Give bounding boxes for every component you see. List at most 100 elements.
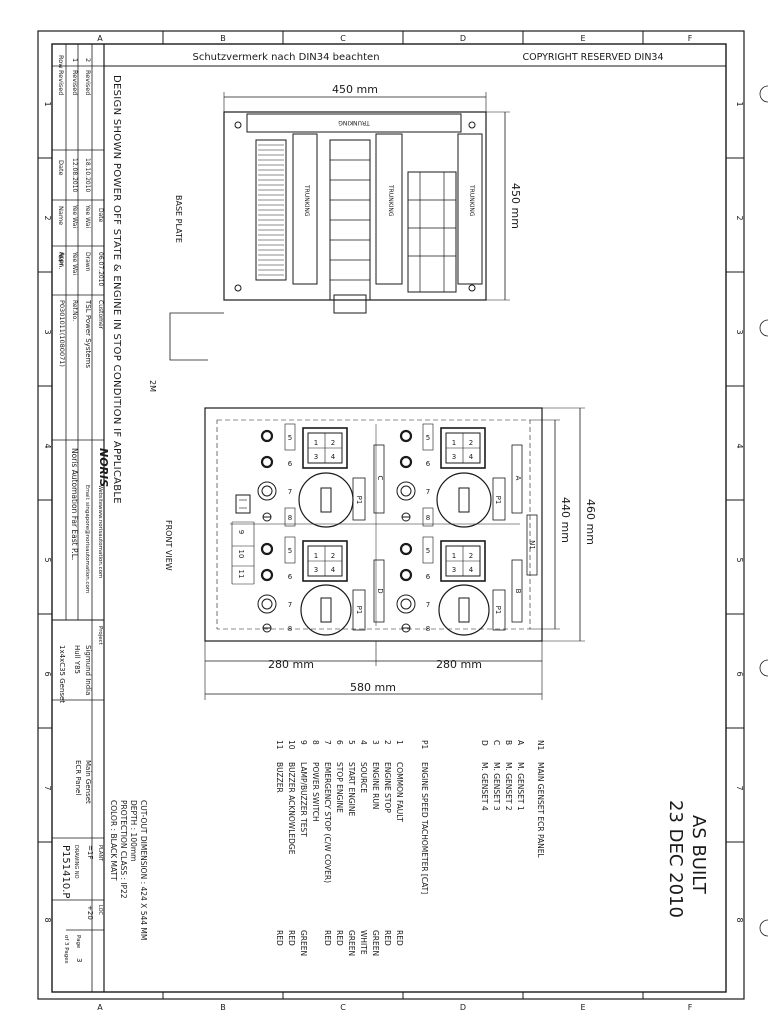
dim-460: 460 mm	[584, 499, 597, 545]
legend-tag: A	[516, 740, 525, 746]
legend-text: ENGINE STOP	[383, 762, 392, 813]
legend-color: GREEN	[347, 930, 356, 956]
legend-text: COMMON FAULT	[395, 762, 404, 822]
drawing-no: P151410.P	[60, 845, 71, 898]
customer-value: TSL Power Systems	[84, 299, 92, 368]
rev-header-name: Name	[57, 206, 65, 225]
plant-label: PLANT	[97, 845, 103, 862]
email-label: Email:	[84, 485, 90, 501]
punch-holes	[759, 85, 768, 937]
zone-row-label: 3	[735, 329, 744, 334]
center-label-11: 11	[237, 570, 245, 579]
meter-p1: P1	[355, 606, 363, 615]
zone-col-label: C	[340, 34, 346, 43]
zone-row-label: 4	[735, 443, 744, 448]
project-label: Project	[97, 626, 103, 646]
website: www.norisautomation.com	[97, 505, 103, 578]
zone-rows-right: 1 2 3 4 5 6 7 8	[726, 101, 744, 923]
legend-text: BUZZER	[275, 762, 284, 793]
section-label: A	[514, 476, 522, 481]
lamp-1: 1	[452, 439, 456, 447]
lamp-4: 4	[469, 566, 474, 574]
title-block	[52, 44, 105, 992]
lamp-3: 3	[452, 566, 456, 574]
panel-n1-label: N1	[528, 540, 536, 550]
dim-440: 440 mm	[559, 497, 572, 543]
zone-row-label: 5	[43, 557, 52, 562]
device-5: 5	[288, 547, 292, 555]
title-line: ECR Panel	[74, 760, 82, 795]
email: singapore@norisautomation.com	[84, 502, 90, 593]
meter-p1: P1	[355, 496, 363, 505]
legend-tag: 1	[395, 740, 404, 745]
cutout-outline	[216, 419, 531, 630]
drawn-label: Drawn	[84, 252, 91, 272]
legend-color: WHITE	[359, 930, 368, 955]
dim-580: 580 mm	[350, 681, 396, 694]
legend-color: RED	[287, 930, 296, 946]
section-label: C	[376, 476, 384, 481]
genset-section-b: 1 2 3 4 5 6 7 8 P1 B	[396, 536, 523, 636]
trunking-label: TRUNKING	[338, 119, 371, 126]
dim-450-width: 450 mm	[332, 83, 378, 96]
customer-label: Customer	[97, 300, 104, 330]
zone-row-label: 2	[735, 215, 744, 220]
zone-rows-left: 1 2 3 4 5 6 7 8	[38, 101, 52, 923]
project-line: Sigmund India	[84, 645, 92, 695]
device-8: 8	[426, 514, 430, 522]
rev-header-revised: Revised	[57, 70, 65, 95]
legend-text: MAIN GENSET ECR PANEL	[536, 762, 545, 859]
appr-label: Appr.	[58, 252, 65, 268]
zone-col-label: E	[580, 1003, 585, 1012]
lamp-1: 1	[314, 552, 318, 560]
device-7: 7	[288, 488, 292, 496]
legend-tag: B	[504, 740, 513, 745]
center-controls: 9 10 11	[231, 494, 255, 585]
legend-text: POWER SWITCH	[311, 762, 320, 822]
trunking-label: TRUNKING	[387, 184, 394, 217]
trunking-vertical	[457, 133, 483, 285]
legend-text: SOURCE	[359, 762, 368, 793]
zone-col-label: F	[688, 1003, 693, 1012]
legend-tag: 8	[311, 740, 320, 745]
spec-line: CUT-OUT DIMENSION : 424 X 544 MM	[139, 800, 148, 940]
legend-text: START ENGINE	[347, 762, 356, 817]
zone-columns-bottom: A B C D E F	[97, 992, 693, 1012]
center-label-10: 10	[237, 550, 245, 559]
legend-tag: D	[480, 740, 489, 746]
lamp-2: 2	[331, 552, 335, 560]
device-6: 6	[288, 460, 293, 468]
lamp-3: 3	[314, 566, 318, 574]
drawing-no-label: DRAWING NO	[73, 845, 79, 879]
lamp-4: 4	[469, 453, 474, 461]
lamp-1: 1	[314, 439, 318, 447]
ref-label: Ref.No.	[71, 300, 78, 321]
zone-col-label: A	[97, 1003, 103, 1012]
page-value: 3	[75, 958, 83, 962]
legend-text: STOP ENGINE	[335, 762, 344, 813]
rev-label: Revised	[84, 70, 92, 95]
legend-tag: C	[492, 740, 501, 745]
front-view: FRONT VIEW 1 2 3 4 5 6 7 8	[164, 407, 597, 700]
device-8: 8	[426, 625, 430, 633]
legend-tag: N1	[536, 740, 545, 751]
title-line: Main Genset	[84, 760, 92, 804]
website-label: Website:	[97, 485, 103, 507]
company-logo: NORIS	[97, 448, 110, 487]
drawn-value: Yee Wai	[71, 251, 78, 275]
legend-color: GREEN	[299, 930, 308, 956]
trunking-vertical	[292, 133, 318, 285]
device-7: 7	[288, 601, 292, 609]
zone-row-label: 6	[735, 671, 744, 676]
outer-border	[37, 30, 745, 1000]
zone-row-label: 1	[735, 101, 744, 106]
protection-note: Schutzvermerk nach DIN34 beachten	[192, 52, 379, 63]
project-line: Hull Y85	[73, 645, 81, 674]
zone-col-label: E	[580, 34, 585, 43]
design-note: DESIGN SHOWN POWER OFF STATE & ENGINE IN…	[111, 75, 122, 504]
terminal-grid	[407, 171, 457, 293]
device-7: 7	[426, 601, 430, 609]
lamp-3: 3	[314, 453, 318, 461]
lamp-1: 1	[452, 552, 456, 560]
